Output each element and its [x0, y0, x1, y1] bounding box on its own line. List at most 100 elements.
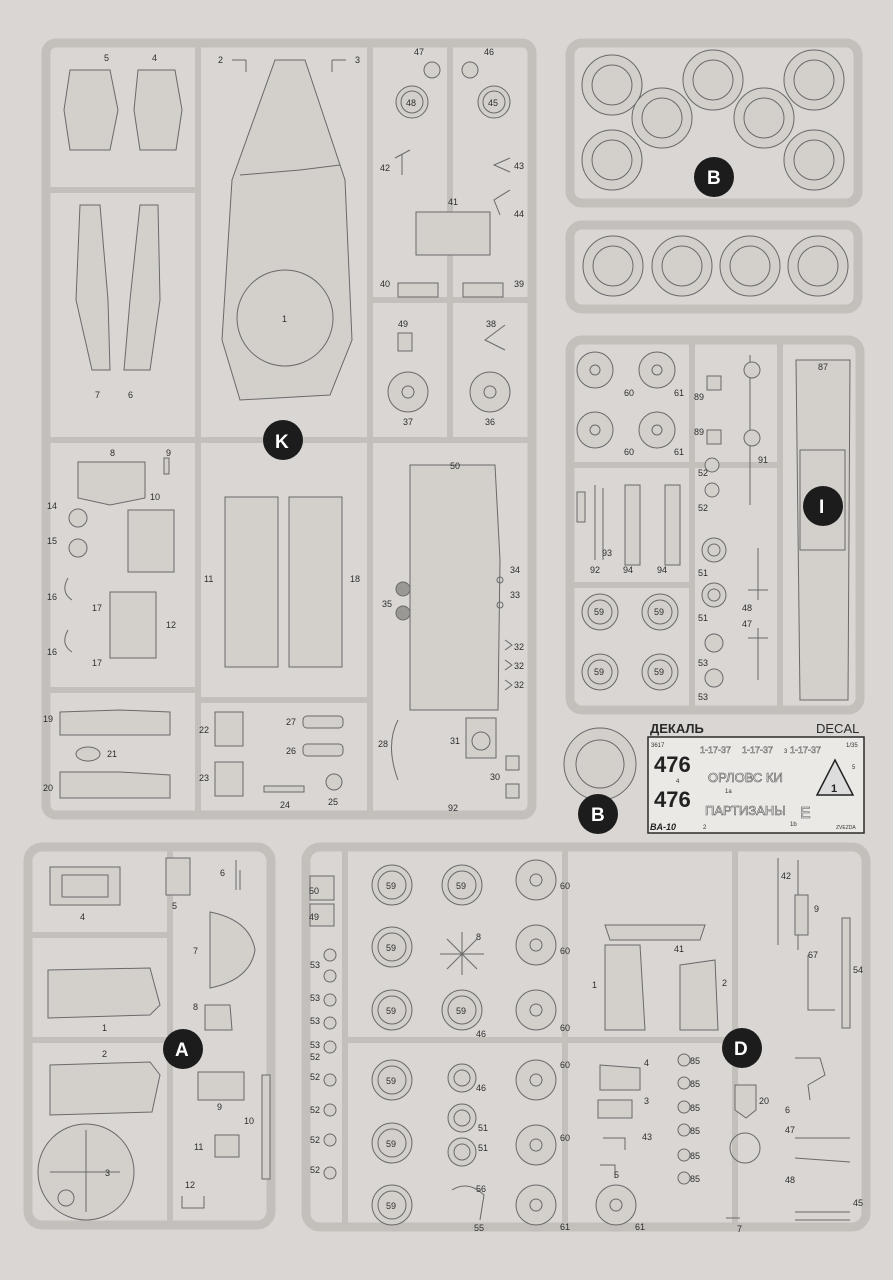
part-i94b	[664, 484, 681, 566]
k-num-8: 8	[110, 448, 115, 458]
decal-title-ru: ДЕКАЛЬ	[650, 721, 704, 736]
d-num-51a: 51	[478, 1123, 488, 1133]
part-d1	[604, 944, 646, 1031]
i-num-89b: 89	[694, 427, 704, 437]
d-num-52e: 52	[310, 1052, 320, 1062]
k-num-32a: 32	[514, 642, 524, 652]
decal-date-2: 1-17-37	[742, 745, 773, 755]
decal-label-1a: 1a	[725, 789, 732, 795]
d-num-59g: 59	[386, 1201, 396, 1211]
d-num-52d: 52	[310, 1165, 320, 1175]
a-num-7: 7	[193, 946, 198, 956]
k-num-16a: 16	[47, 592, 57, 602]
sprue-d-parts	[309, 858, 851, 1226]
d-num-60d: 60	[560, 1060, 570, 1070]
d-num-59c: 59	[386, 943, 396, 953]
decal-text-partisan: ПАРТИЗАНЫ	[705, 803, 786, 818]
badge-i: I	[803, 486, 843, 526]
k-num-42: 42	[380, 163, 390, 173]
d-num-56: 56	[476, 1184, 486, 1194]
k-num-32c: 32	[514, 680, 524, 690]
a-num-11: 11	[194, 1142, 203, 1152]
d-num-60c: 60	[560, 1023, 570, 1033]
k-num-17a: 17	[92, 603, 102, 613]
part-k12	[109, 591, 157, 659]
k-num-39: 39	[514, 279, 524, 289]
sprue-i-parts	[576, 351, 851, 701]
sprue-k	[41, 38, 537, 820]
k-num-46: 46	[484, 47, 494, 57]
i-num-87: 87	[818, 362, 828, 372]
decal-model: BA-10	[650, 822, 676, 832]
part-k11	[224, 496, 279, 668]
d-num-47: 47	[785, 1125, 795, 1135]
d-num-6: 6	[785, 1105, 790, 1115]
k-num-6: 6	[128, 390, 133, 400]
k-num-35: 35	[382, 599, 392, 609]
part-a9	[197, 1071, 245, 1101]
d-num-59d: 59	[386, 1006, 396, 1016]
d-num-85c: 85	[690, 1103, 700, 1113]
k-num-11: 11	[204, 574, 213, 584]
sprue-d-numbers: 50 49 53 53 53 53 52 52 52 52 52 59 59 5…	[309, 871, 863, 1234]
part-k50	[409, 464, 501, 711]
k-num-2: 2	[218, 55, 223, 65]
k-num-38: 38	[486, 319, 496, 329]
k-num-28: 28	[378, 739, 388, 749]
d-num-46a: 46	[476, 1029, 486, 1039]
part-k37	[387, 371, 429, 413]
i-num-47: 47	[742, 619, 752, 629]
badge-k-letter: K	[275, 432, 289, 453]
k-num-27: 27	[286, 717, 296, 727]
d-num-53c: 53	[310, 1040, 320, 1050]
i-num-53a: 53	[698, 658, 708, 668]
i-num-51b: 51	[698, 613, 708, 623]
part-i94a	[624, 484, 641, 566]
i-num-61a: 61	[674, 388, 684, 398]
part-k7	[75, 204, 111, 371]
sprue-a-numbers: 4 5 6 7 1 8 2 9 10 11 3 12	[80, 868, 254, 1190]
i-num-52a: 52	[698, 468, 708, 478]
decal-title-en: DECAL	[816, 721, 859, 736]
badge-b-mid-letter: B	[591, 805, 605, 826]
d-num-85a: 85	[690, 1056, 700, 1066]
i-num-94a: 94	[623, 565, 633, 575]
a-num-12: 12	[185, 1180, 195, 1190]
sprue-i-numbers: 60 61 60 61 89 89 52 52 91 87 92 93 94 9…	[590, 362, 828, 702]
k-num-45: 45	[488, 98, 498, 108]
sprue-k-numbers: 5 4 2 3 47 46 48 45 42 43 41 44 1 40 39 …	[43, 47, 524, 813]
k-num-16b: 16	[47, 647, 57, 657]
i-num-94b: 94	[657, 565, 667, 575]
decal-sheet: ДЕКАЛЬ DECAL 3617 1/35 476 4 476 1-17-37…	[647, 721, 865, 834]
part-k18	[288, 496, 343, 668]
decal-code: 3617	[651, 743, 665, 749]
k-num-37: 37	[403, 417, 413, 427]
a-num-2: 2	[102, 1049, 107, 1059]
k-num-4: 4	[152, 53, 157, 63]
decal-triangle	[815, 758, 855, 796]
k-num-24: 24	[280, 800, 290, 810]
d-num-59f: 59	[386, 1139, 396, 1149]
k-num-31: 31	[450, 736, 460, 746]
i-num-59c: 59	[594, 667, 604, 677]
k-num-47: 47	[414, 47, 424, 57]
k-num-17b: 17	[92, 658, 102, 668]
part-a7	[209, 911, 256, 989]
d-num-7: 7	[737, 1224, 742, 1234]
k-num-43: 43	[514, 161, 524, 171]
k-num-19: 19	[43, 714, 53, 724]
k-num-14: 14	[47, 501, 57, 511]
decal-scale: 1/35	[846, 743, 858, 749]
badge-d: D	[722, 1028, 762, 1068]
part-k19	[59, 709, 171, 736]
badge-d-letter: D	[734, 1039, 748, 1060]
d-num-53b: 53	[310, 1016, 320, 1026]
part-k6	[123, 204, 161, 371]
a-num-3: 3	[105, 1168, 110, 1178]
part-k20	[59, 771, 171, 799]
part-d8-fan	[440, 932, 484, 975]
sprue-a-parts	[37, 857, 271, 1221]
decal-number-a: 476	[654, 752, 691, 777]
badge-i-letter: I	[819, 497, 824, 518]
decal-label-2: 2	[703, 825, 707, 831]
